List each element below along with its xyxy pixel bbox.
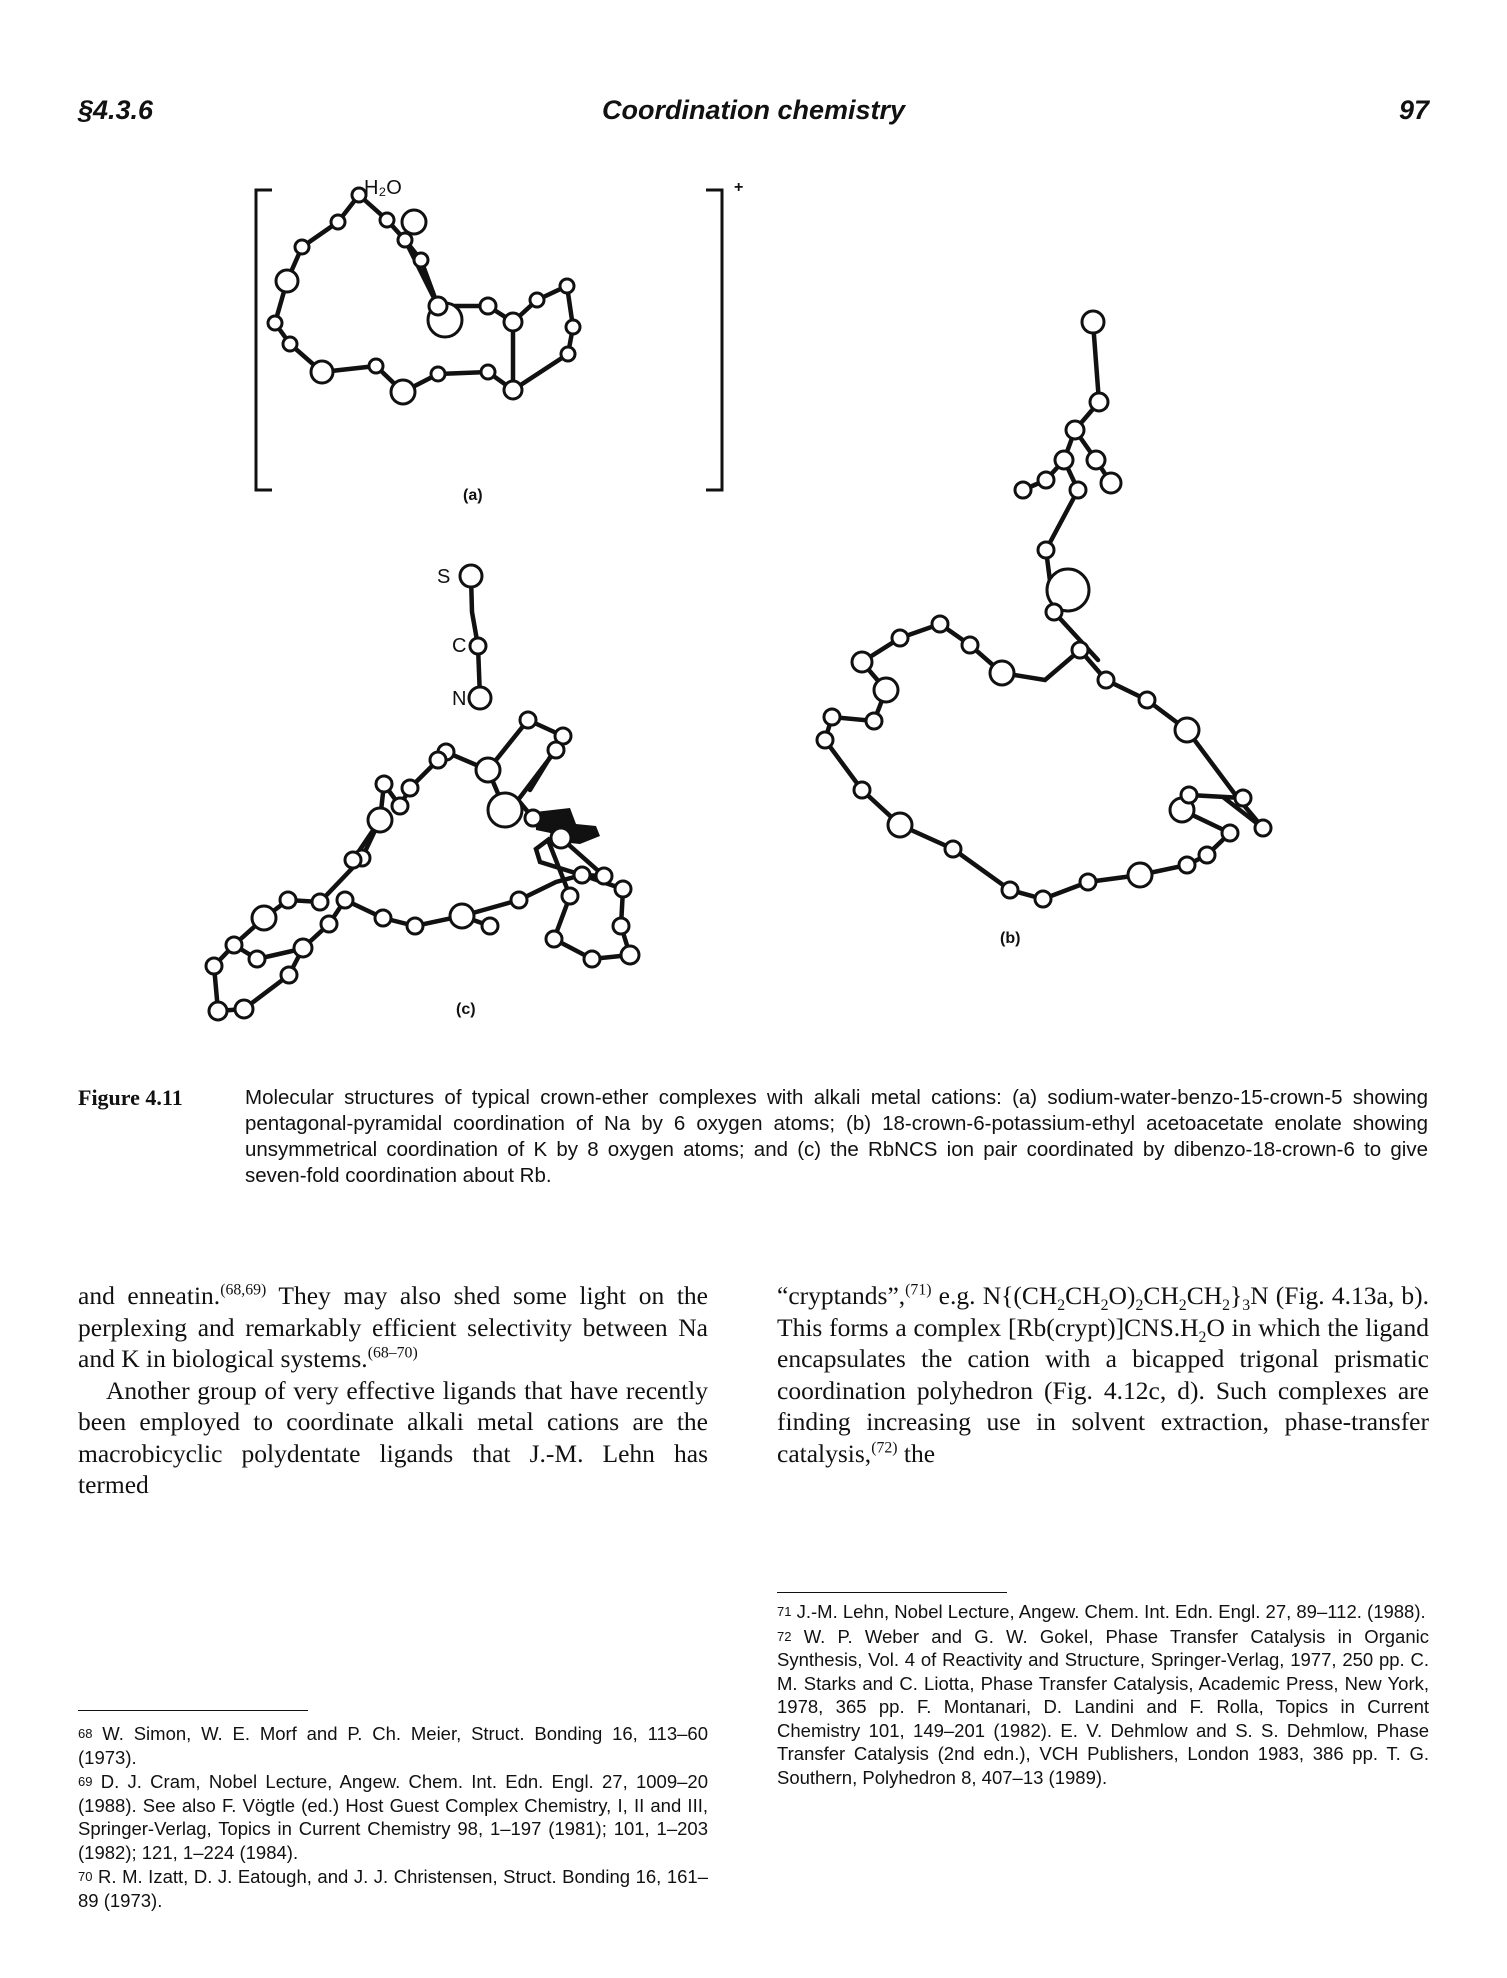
footnotes-right: 71 J.-M. Lehn, Nobel Lecture, Angew. Che…: [777, 1600, 1429, 1790]
paragraph: “cryptands”,(71) e.g. N{(CH2CH2O)2CH2CH2…: [777, 1281, 1430, 1468]
footnote-rule-right: [777, 1592, 1007, 1593]
rubidium-atom: [486, 791, 524, 829]
figure-label-c: (c): [456, 1001, 476, 1018]
water-oxygen-atom: [400, 208, 428, 236]
section-number: §4.3.6: [78, 95, 154, 125]
footnote: 69 D. J. Cram, Nobel Lecture, Angew. Che…: [78, 1771, 709, 1863]
structure-b: (b): [815, 309, 1273, 947]
running-title: Coordination chemistry: [601, 95, 906, 125]
carbon-label: C: [452, 635, 466, 657]
footnote: 70 R. M. Izatt, D. J. Eatough, and J. J.…: [78, 1866, 709, 1911]
sulfur-label: S: [437, 566, 450, 588]
footnote: 71 J.-M. Lehn, Nobel Lecture, Angew. Che…: [777, 1601, 1426, 1622]
structure-c-atoms: [204, 563, 641, 1022]
structure-a-atoms: [266, 186, 582, 406]
bracket-right: [706, 188, 724, 492]
bracket-left: [254, 188, 272, 492]
body-column-left: and enneatin.(68,69) They may also shed …: [78, 1280, 708, 1501]
structure-c-bonds: [211, 573, 633, 1014]
footnotes-left: 68 W. Simon, W. E. Morf and P. Ch. Meier…: [78, 1722, 708, 1913]
figure-caption-text: Molecular structures of typical crown-et…: [245, 1086, 1428, 1187]
sulfur-atom: [458, 563, 484, 589]
charge-label: +: [734, 179, 743, 196]
paragraph: Another group of very effective ligands …: [78, 1375, 708, 1500]
footnote-rule-left: [78, 1710, 308, 1711]
carbon-atom: [468, 636, 488, 656]
potassium-atom: [1045, 567, 1091, 613]
figure-caption: Figure 4.11 Molecular structures of typi…: [78, 1085, 1428, 1189]
figure-label-b: (b): [1000, 930, 1020, 947]
structure-a: + H₂O Na (a): [254, 177, 743, 504]
structure-b-atoms: [815, 309, 1273, 909]
body-column-right: “cryptands”,(71) e.g. N{(CH2CH2O)2CH2CH2…: [777, 1280, 1429, 1469]
water-label: H₂O: [364, 177, 402, 199]
page-number: 97: [1398, 95, 1429, 125]
structure-c: S C N Rb (c): [204, 563, 641, 1022]
molecular-structures-figure: + H₂O Na (a): [204, 177, 1273, 1022]
paragraph: and enneatin.(68,69) They may also shed …: [78, 1281, 709, 1373]
coordination-arrow-icon: [535, 808, 600, 844]
footnote: 72 W. P. Weber and G. W. Gokel, Phase Tr…: [777, 1625, 1429, 1788]
figure-label-a: (a): [463, 487, 483, 504]
nitrogen-label: N: [452, 688, 466, 710]
nitrogen-atom: [467, 685, 493, 711]
structure-b-bonds: [822, 319, 1265, 902]
footnote: 68 W. Simon, W. E. Morf and P. Ch. Meier…: [78, 1723, 708, 1768]
figure-caption-label: Figure 4.11: [78, 1085, 183, 1110]
